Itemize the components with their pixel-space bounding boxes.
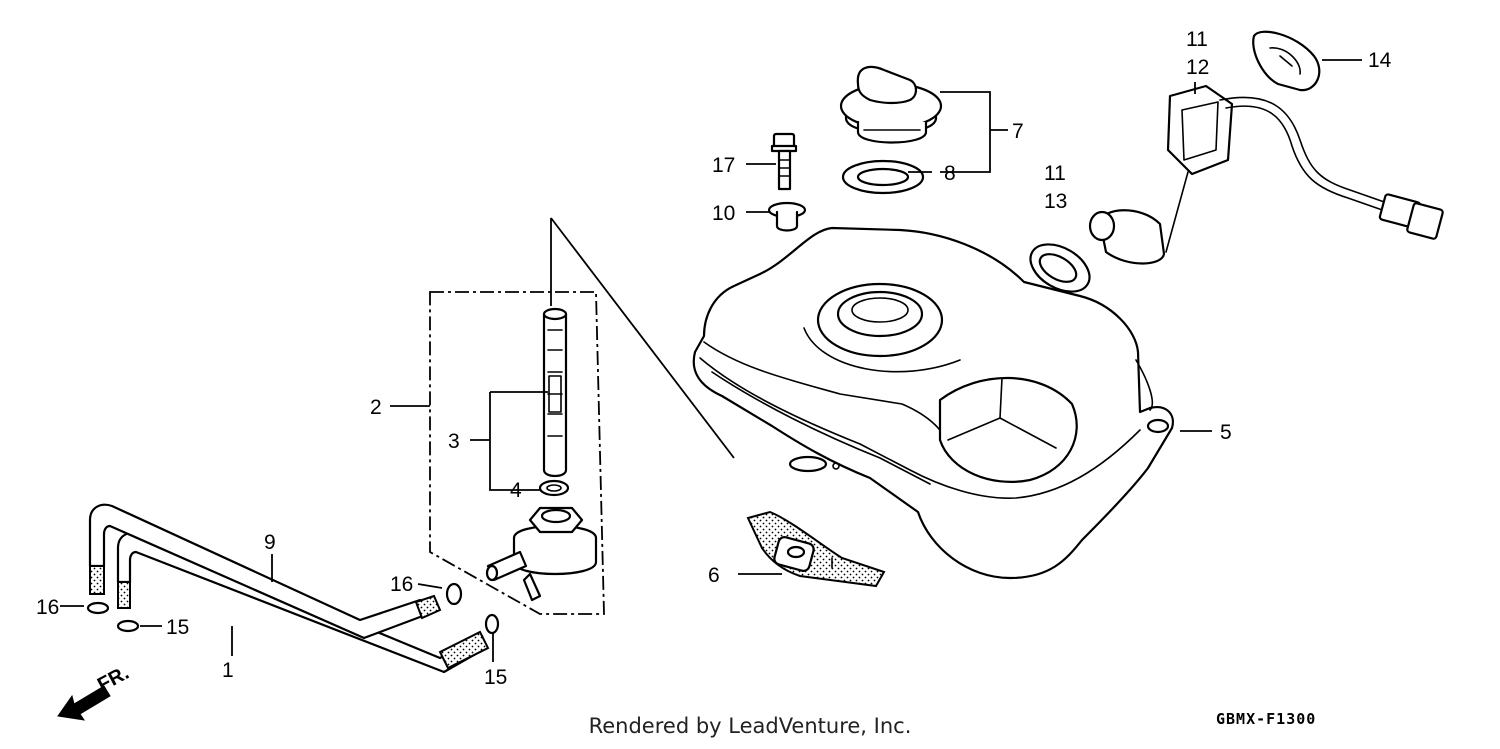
tube-clip <box>86 582 500 635</box>
callout-4: 4 <box>510 479 522 502</box>
collar <box>767 201 807 232</box>
callout-16-right: 16 <box>390 573 413 596</box>
callout-12: 12 <box>1186 56 1209 79</box>
o-ring <box>538 479 570 497</box>
callout-11-lower: 11 <box>1044 162 1066 185</box>
assembly-boundary <box>429 217 735 615</box>
diagram-code: GBMX-F1300 <box>1216 710 1317 728</box>
callout-8: 8 <box>944 162 956 185</box>
set-plate <box>1252 30 1321 92</box>
callout-17: 17 <box>712 154 735 177</box>
flange-bolt <box>770 132 798 191</box>
callout-numbers: 1 2 3 4 5 6 7 8 9 10 11 11 12 13 14 15 1… <box>36 28 1392 689</box>
tank-mount-rubber <box>746 510 886 588</box>
callout-7: 7 <box>1012 120 1024 143</box>
leader-lines <box>60 59 1362 662</box>
callout-11-upper: 11 <box>1186 28 1208 51</box>
fuel-cock-valve <box>485 506 598 602</box>
front-direction-arrow-icon: FR. <box>57 662 133 721</box>
callout-14: 14 <box>1368 49 1392 72</box>
callout-1: 1 <box>222 659 234 682</box>
callout-15-right: 15 <box>484 666 507 689</box>
callout-2: 2 <box>370 396 382 419</box>
callout-6: 6 <box>708 564 720 587</box>
callout-3: 3 <box>448 430 460 453</box>
fuel-tank <box>692 226 1174 580</box>
vacuum-tube <box>88 503 442 640</box>
callout-9: 9 <box>264 531 276 554</box>
callout-10: 10 <box>712 202 735 225</box>
callout-13: 13 <box>1044 190 1067 213</box>
fuel-filler-cap <box>839 65 943 144</box>
callout-5: 5 <box>1220 421 1232 444</box>
fuel-level-sensor-unit <box>1088 84 1444 265</box>
cap-gasket <box>841 159 925 195</box>
fuel-unit-packing <box>1029 243 1091 293</box>
fuel-strainer <box>542 307 568 478</box>
render-credit: Rendered by LeadVenture, Inc. <box>588 714 912 738</box>
callout-15-left: 15 <box>166 616 189 639</box>
callout-16-left: 16 <box>36 596 59 619</box>
